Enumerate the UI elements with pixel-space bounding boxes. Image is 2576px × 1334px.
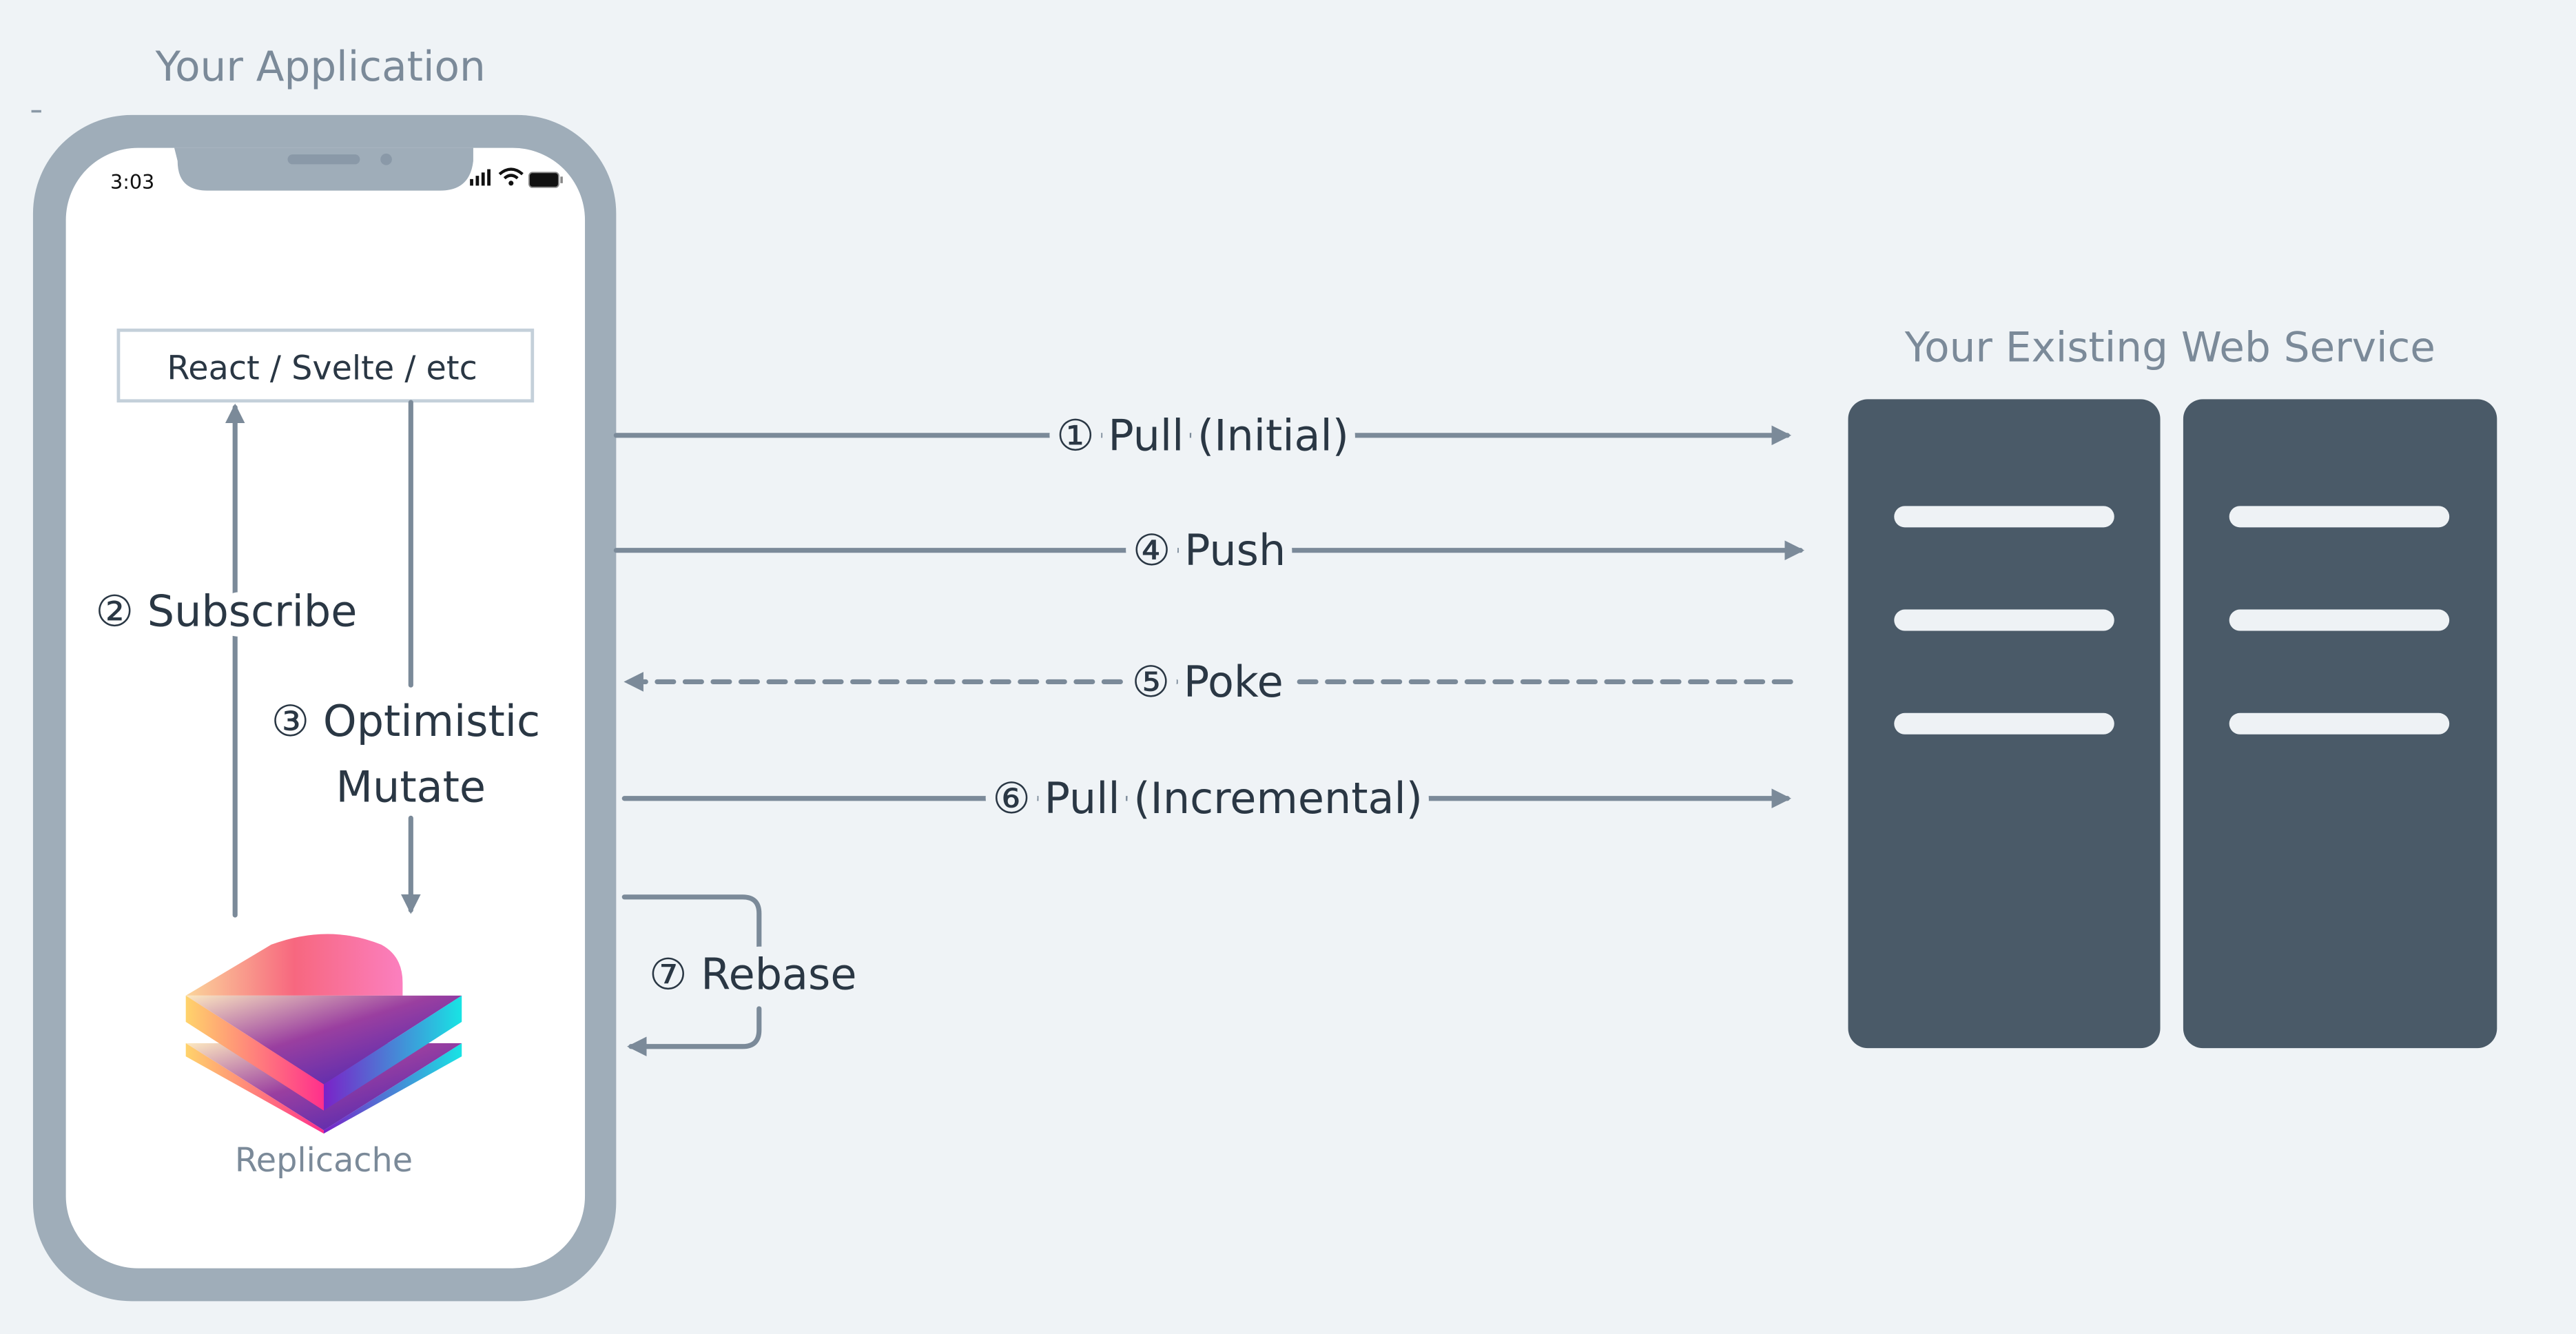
framework-box — [116, 328, 535, 403]
poke-label: ⑤ Poke — [1132, 657, 1284, 707]
rebase-label: ⑦ Rebase — [649, 949, 856, 999]
pull-initial-label: ① Pull (Initial) — [1056, 410, 1349, 460]
replicache-label: Replicache — [235, 1142, 413, 1180]
signal-icon — [470, 169, 491, 186]
speaker-icon — [287, 154, 360, 165]
status-time: 3:03 — [110, 170, 154, 194]
dash-mark — [31, 110, 41, 113]
wifi-icon — [498, 167, 524, 186]
replicache-logo — [185, 934, 462, 1134]
mutate-label: Mutate — [336, 762, 486, 812]
framework-label: React / Svelte / etc — [167, 350, 477, 388]
push-label: ④ Push — [1133, 525, 1286, 575]
pull-incremental-label: ⑥ Pull (Incremental) — [992, 773, 1423, 823]
subscribe-label: ② Subscribe — [96, 586, 358, 636]
battery-icon — [528, 172, 563, 188]
phone-notch — [174, 147, 473, 191]
rebase-arrow-bottom — [627, 1006, 762, 1057]
optimistic-label: ③ Optimistic — [271, 696, 540, 746]
phone-screen — [65, 147, 586, 1269]
camera-icon — [380, 153, 392, 165]
rebase-arrow-top — [621, 894, 762, 949]
phone: 3:03 React / Svelte / etc ② Subscribe ③ … — [32, 114, 617, 1302]
server-icon — [1848, 399, 2497, 1049]
app-title: Your Application — [155, 43, 486, 91]
service-title: Your Existing Web Service — [1904, 325, 2435, 372]
